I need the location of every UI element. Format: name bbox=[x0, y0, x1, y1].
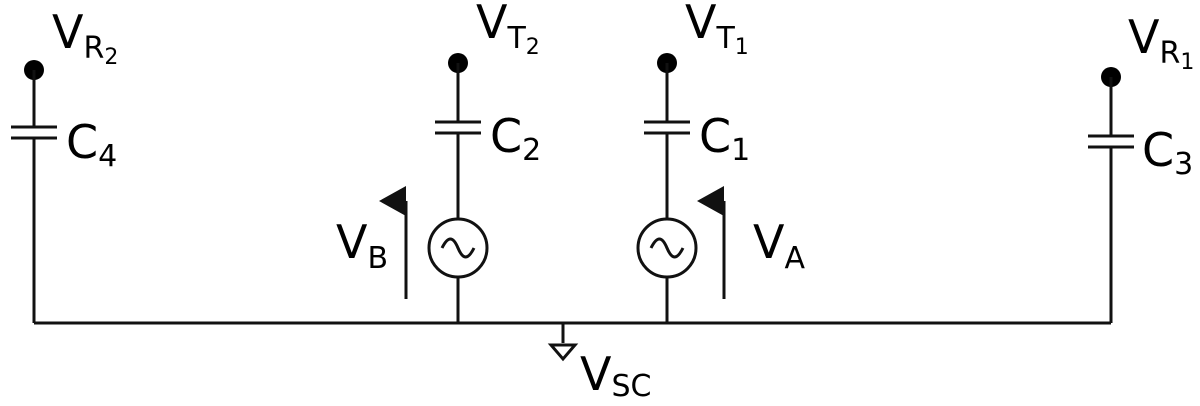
terminal-label-vt1: VT1 bbox=[685, 0, 749, 60]
capacitor-icon bbox=[1088, 134, 1134, 149]
ground-icon bbox=[547, 323, 579, 362]
branch-t2 bbox=[427, 53, 489, 323]
capacitor-label-c3: C3 bbox=[1142, 123, 1193, 182]
branch-t1 bbox=[636, 53, 698, 323]
branch-r2 bbox=[11, 60, 57, 323]
capacitor-icon bbox=[644, 120, 690, 135]
capacitor-label-c1: C1 bbox=[699, 109, 750, 168]
ground-label: VSC bbox=[580, 347, 651, 404]
ac-source-icon bbox=[636, 217, 698, 279]
capacitor-icon bbox=[11, 125, 57, 140]
terminal-label-vr1: VR1 bbox=[1128, 10, 1194, 75]
source-label-va: VA bbox=[753, 215, 805, 276]
branch-r1 bbox=[1088, 67, 1134, 323]
capacitor-label-c4: C4 bbox=[66, 115, 117, 174]
capacitor-icon bbox=[435, 120, 481, 135]
source-label-vb: VB bbox=[336, 215, 388, 276]
terminal-label-vr2: VR2 bbox=[52, 5, 118, 70]
capacitor-label-c2: C2 bbox=[490, 109, 541, 168]
terminal-label-vt2: VT2 bbox=[476, 0, 540, 60]
ac-source-icon bbox=[427, 217, 489, 279]
